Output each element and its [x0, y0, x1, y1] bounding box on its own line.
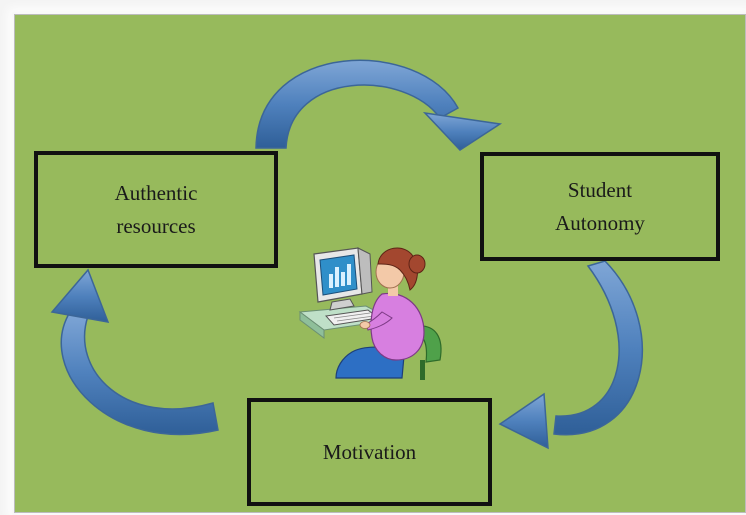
node-label-line: resources: [116, 213, 196, 238]
person-at-computer-icon: [298, 247, 442, 380]
node-authentic-resources: Authentic resources: [34, 151, 278, 268]
node-student-autonomy: Student Autonomy: [480, 152, 720, 261]
node-label-line: Motivation: [322, 439, 417, 464]
arrow-motivation-to-authentic: [50, 268, 219, 436]
node-motivation: Motivation: [247, 398, 492, 506]
node-label-line: Student: [567, 177, 633, 202]
node-label-line: Autonomy: [555, 210, 645, 235]
arrow-authentic-to-autonomy: [255, 59, 503, 151]
node-label-line: Authentic: [114, 180, 198, 205]
arrow-autonomy-to-motivation: [498, 260, 644, 450]
